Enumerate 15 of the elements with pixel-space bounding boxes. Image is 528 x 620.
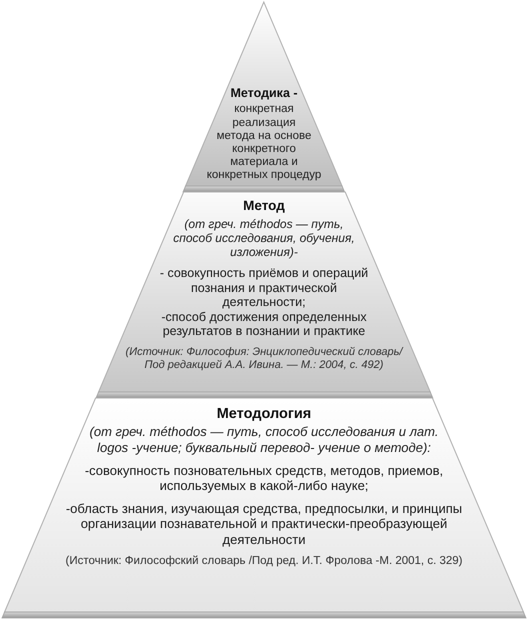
tier-heading: Методология: [216, 406, 312, 422]
etymology-note: (от греч. méthodos — путь, способ исследования и лат. logos -учение; буквальный перевод- учение о методе):: [90, 424, 438, 455]
pyramid-tier: [2, 398, 526, 618]
etymology-note: (от греч. méthodos — путь, способ исследования, обучения, изложения)-: [173, 216, 355, 259]
tier-heading: Методика -: [230, 86, 298, 100]
definition-text: -совокупность позновательных средств, методов, приемов, используемых в какой-либо науке;: [84, 462, 444, 494]
tier-heading: Метод: [243, 198, 285, 213]
pyramid-tier: [96, 192, 432, 398]
pyramid-apex: [183, 2, 345, 192]
definition-text: конкретная реализация метода на основе конкретного материала и конкретных процедур: [206, 103, 322, 182]
definition-text: -область знания, изучающая средства, предпосылки, и принципы организации познавательной и практически-преобразующей деятельности: [66, 500, 462, 547]
definition-text: - совокупность приёмов и операций познания и практической деятельности;: [160, 266, 368, 310]
source-citation: (Источник: Философский словарь /Под ред. И.Т. Фролова -М. 2001, с. 329): [65, 554, 462, 567]
source-citation: (Источник: Философия: Энциклопедический словарь/ Под редакцией А.А. Ивина. — М.: 2004, с. 492): [126, 346, 402, 371]
definition-text: -способ достижения определенных результатов в познании и практике: [161, 310, 367, 338]
